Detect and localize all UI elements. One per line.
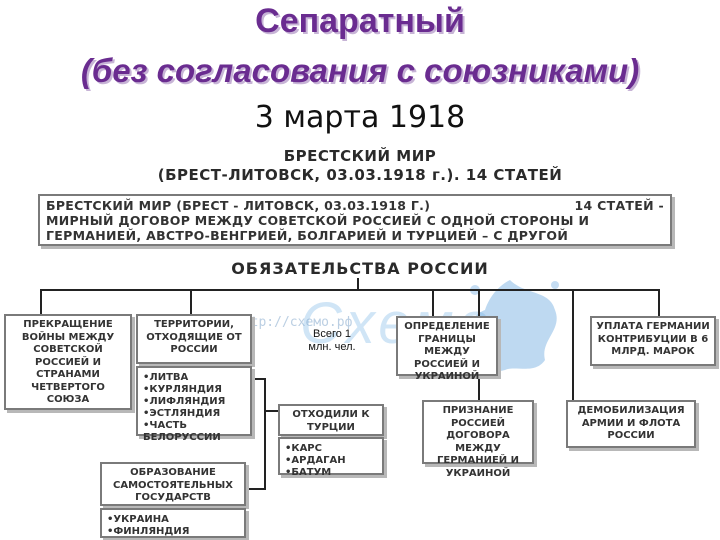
connector-territories [190,289,192,315]
connector-war [40,289,42,315]
territories-list: •ЛИТВА •КУРЛЯНДИЯ •ЛИФЛЯНДИЯ •ЭСТЛЯНДИЯ … [136,366,252,443]
watermark-url: http://схемо.рф [235,315,353,330]
territory-item: •ЭСТЛЯНДИЯ [143,408,221,419]
turkey-item: •БАТУМ [285,467,332,478]
diagram-header-line2: (БРЕСТ-ЛИТОВСК, 03.03.1918 г.). 14 СТАТЕ… [157,166,563,184]
connector-turkey-states [264,378,266,490]
territory-item: •ЛИТВА [143,372,189,383]
turkey-list: •КАРС •АРДАГАН •БАТУМ [278,437,384,478]
definition-line2: МИРНЫЙ ДОГОВОР МЕЖДУ СОВЕТСКОЙ РОССИЕЙ С… [46,213,590,228]
diagram-header-line1: БРЕСТСКИЙ МИР [283,147,437,165]
territory-item: •ЧАСТЬ БЕЛОРУССИИ [143,420,221,443]
territory-item: •КУРЛЯНДИЯ [143,384,222,395]
war-end-box: ПРЕКРАЩЕНИЕ ВОЙНЫ МЕЖДУ СОВЕТСКОЙ РОССИЕ… [4,314,132,410]
connector-payment [658,289,660,317]
definition-line3: ГЕРМАНИЕЙ, АВСТРО-ВЕНГРИЕЙ, БОЛГАРИЕЙ И … [46,228,569,243]
connector-main [40,289,660,291]
territories-box: ТЕРРИТОРИИ, ОТХОДЯЩИЕ ОТ РОССИИ [136,314,252,364]
connector-border [432,289,434,317]
payment-box: УПЛАТА ГЕРМАНИИ КОНТРИБУЦИИ В 6 МЛРД. МА… [590,316,716,366]
connector-to-turkey [264,410,278,412]
state-item: •ФИНЛЯНДИЯ [107,526,190,537]
connector-title [357,278,359,290]
recognition-box: ПРИЗНАНИЕ РОССИЕЙ ДОГОВОРА МЕЖДУ ГЕРМАНИ… [422,400,534,479]
connector-to-states [246,488,266,490]
title-separate: Сепаратный [255,2,465,40]
states-box: ОБРАЗОВАНИЕ САМОСТОЯТЕЛЬНЫХ ГОСУДАРСТВ [100,462,246,506]
obligations-title: ОБЯЗАТЕЛЬСТВА РОССИИ [231,259,489,278]
connector-demob [572,289,574,401]
turkey-box: ОТХОДИЛИ К ТУРЦИИ [278,404,384,436]
definition-left: БРЕСТСКИЙ МИР (БРЕСТ - ЛИТОВСК, 03.03.19… [46,198,431,213]
demobilization-box: ДЕМОБИЛИЗАЦИЯ АРМИИ И ФЛОТА РОССИИ [566,400,696,448]
connector-from-territories [252,378,266,380]
state-item: •УКРАИНА [107,514,169,525]
title-date: 3 марта 1918 [254,100,466,135]
definition-line1: БРЕСТСКИЙ МИР (БРЕСТ - ЛИТОВСК, 03.03.19… [46,198,664,213]
treaty-definition-box: БРЕСТСКИЙ МИР (БРЕСТ - ЛИТОВСК, 03.03.19… [38,194,672,246]
victims-note: Всего 1 млн. чел. [308,328,356,353]
territory-item: •ЛИФЛЯНДИЯ [143,396,226,407]
turkey-item: •АРДАГАН [285,455,346,466]
turkey-item: •КАРС [285,443,322,454]
definition-right: 14 СТАТЕЙ - [574,198,664,213]
border-box: ОПРЕДЕЛЕНИЕ ГРАНИЦЫ МЕЖДУ РОССИЕЙ И УКРА… [396,316,498,382]
diagram-header: БРЕСТСКИЙ МИР (БРЕСТ-ЛИТОВСК, 03.03.1918… [100,147,620,185]
title-without-allies: (без согласования с союзниками) [80,52,640,89]
states-list: •УКРАИНА •ФИНЛЯНДИЯ [100,508,246,538]
